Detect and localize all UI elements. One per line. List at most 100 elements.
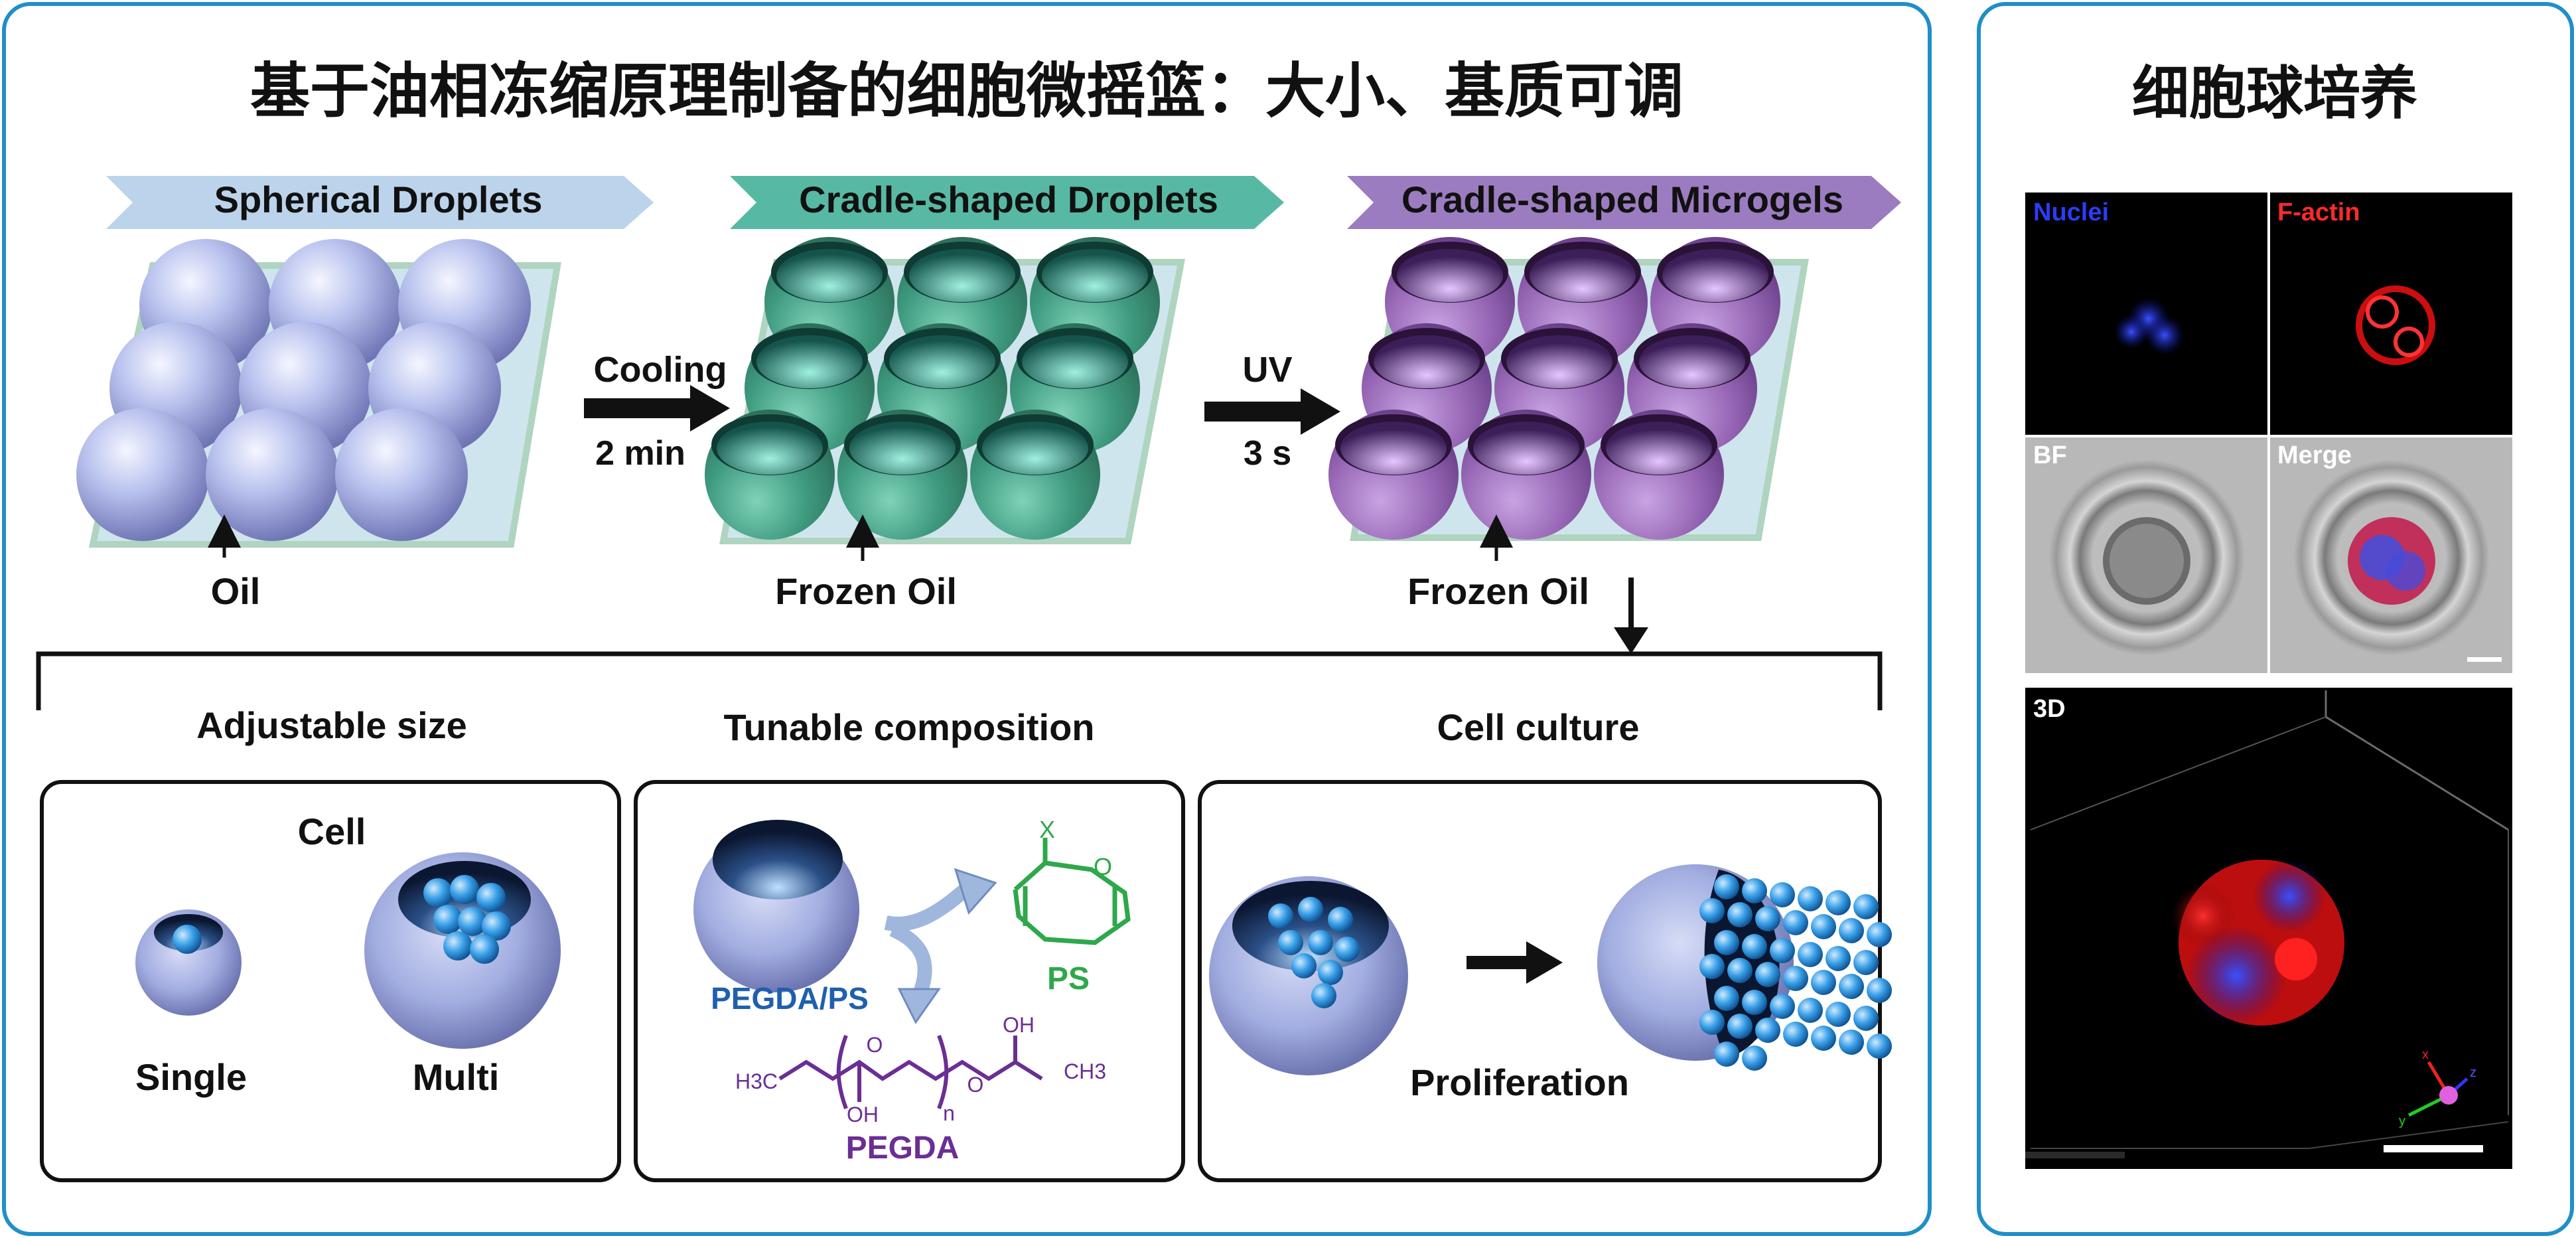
cradle-cavity	[982, 422, 1088, 475]
cell	[1825, 1002, 1851, 1027]
cell	[1811, 1026, 1836, 1051]
cradle-cavity	[1473, 422, 1579, 475]
cell	[1755, 1018, 1780, 1043]
single-label: Single	[135, 1056, 247, 1098]
cradle-cavity	[1662, 249, 1768, 302]
svg-text:O: O	[967, 1073, 984, 1097]
cradle-cavity	[1606, 422, 1712, 475]
multi-label: Multi	[413, 1056, 500, 1098]
section-title-composition: Tunable composition	[724, 706, 1095, 748]
svg-text:Cooling: Cooling	[594, 350, 727, 390]
cell	[1839, 974, 1864, 999]
cradle-cavity	[1374, 335, 1480, 388]
cell	[482, 911, 511, 941]
cell	[1867, 978, 1892, 1003]
cell	[458, 907, 487, 936]
scale-bar-3d	[2384, 1145, 2483, 1152]
cell	[1798, 942, 1823, 967]
cell	[450, 875, 479, 904]
svg-text:n: n	[943, 1101, 955, 1125]
cell	[1742, 1045, 1767, 1071]
cell	[1783, 1022, 1808, 1047]
spherical-droplet	[206, 408, 338, 541]
cell	[1727, 1014, 1753, 1039]
nuclei-label: Nuclei	[2033, 198, 2109, 226]
cell	[1291, 953, 1317, 978]
cell	[1755, 906, 1780, 931]
proliferation-label: Proliferation	[1410, 1061, 1629, 1103]
ps-x: X	[1039, 816, 1055, 843]
ps-structure	[1013, 838, 1131, 945]
cell	[423, 878, 453, 907]
tray-spherical-droplets: Oil	[76, 239, 561, 612]
factin-image	[2270, 193, 2512, 435]
cell	[1825, 946, 1851, 971]
side-panel-frame	[1977, 2, 2574, 1236]
cell	[476, 883, 506, 912]
pegda-ps-label: PEGDA/PS	[711, 981, 869, 1016]
box-tunable-composition: PEGDA/PS X O PS H3C CH3 OH OH n O O PE	[634, 780, 1185, 1182]
cell	[1334, 937, 1360, 962]
svg-text:Cradle-shaped Microgels: Cradle-shaped Microgels	[1401, 179, 1843, 220]
cell	[1853, 894, 1879, 919]
svg-text:OH: OH	[1003, 1013, 1035, 1037]
image-grid: Nuclei F-actin BF Merge 3D	[2025, 193, 2512, 1169]
stage-banner-spherical: Spherical Droplets	[106, 176, 654, 229]
merge-label: Merge	[2277, 441, 2352, 469]
cell	[1328, 907, 1353, 932]
cell	[1839, 918, 1864, 943]
cradle-cavity	[776, 249, 883, 302]
svg-text:CH3: CH3	[1064, 1059, 1106, 1083]
stage-banner-cradle-microgels: Cradle-shaped Microgels	[1347, 176, 1901, 229]
single-cell	[173, 925, 202, 954]
cradle-cavity	[1397, 249, 1503, 302]
cell	[470, 935, 499, 964]
cell	[1783, 910, 1808, 935]
proliferation-arrow	[1467, 941, 1563, 984]
cell	[1727, 902, 1753, 927]
cell	[1811, 914, 1836, 939]
view3d-label: 3D	[2033, 695, 2066, 723]
section-title-culture: Cell culture	[1437, 706, 1640, 748]
cell	[1867, 1034, 1892, 1059]
section-bracket	[36, 651, 1883, 710]
svg-text:Spherical Droplets: Spherical Droplets	[214, 179, 543, 220]
cell	[1853, 1006, 1879, 1031]
cell	[1318, 960, 1343, 985]
cell	[1783, 966, 1808, 991]
cradle-cavity	[1022, 335, 1128, 388]
cradle-cavity	[1340, 422, 1447, 475]
cell	[1798, 998, 1823, 1023]
cradle-cavity	[756, 335, 863, 388]
pegda-structure	[778, 1034, 1043, 1110]
cell	[1839, 1030, 1864, 1055]
cell	[1853, 950, 1879, 975]
cradle-cavity	[1506, 335, 1612, 388]
svg-text:O: O	[867, 1033, 883, 1057]
spherical-droplet	[76, 408, 209, 541]
cell	[443, 931, 472, 961]
cell	[1311, 983, 1336, 1008]
cradle-cavity	[1042, 249, 1148, 302]
cell	[1278, 930, 1303, 955]
cell	[1727, 958, 1753, 983]
cell	[1699, 1010, 1725, 1035]
cell	[1742, 934, 1767, 959]
frozen-oil-label-2: Frozen Oil	[1407, 570, 1589, 612]
box-adjustable-size: Cell Single Multi	[40, 780, 621, 1182]
cell	[1699, 954, 1725, 979]
cell	[1714, 1042, 1739, 1067]
arrow-to-pegda	[889, 922, 932, 999]
cradle-cavity	[717, 422, 823, 475]
cell	[1755, 962, 1780, 987]
tray-cradle-droplets: Frozen Oil	[705, 237, 1186, 612]
frozen-oil-label-1: Frozen Oil	[775, 570, 957, 612]
cell	[1268, 903, 1293, 929]
main-title: 基于油相冻缩原理制备的细胞微摇篮：大小、基质可调	[250, 56, 1683, 126]
factin-label: F-actin	[2277, 198, 2360, 226]
cradle-cavity	[1639, 335, 1745, 388]
ps-o: O	[1094, 853, 1112, 880]
svg-text:x: x	[2422, 1047, 2429, 1062]
cell	[1742, 990, 1767, 1015]
cradle-cavity	[849, 422, 956, 475]
